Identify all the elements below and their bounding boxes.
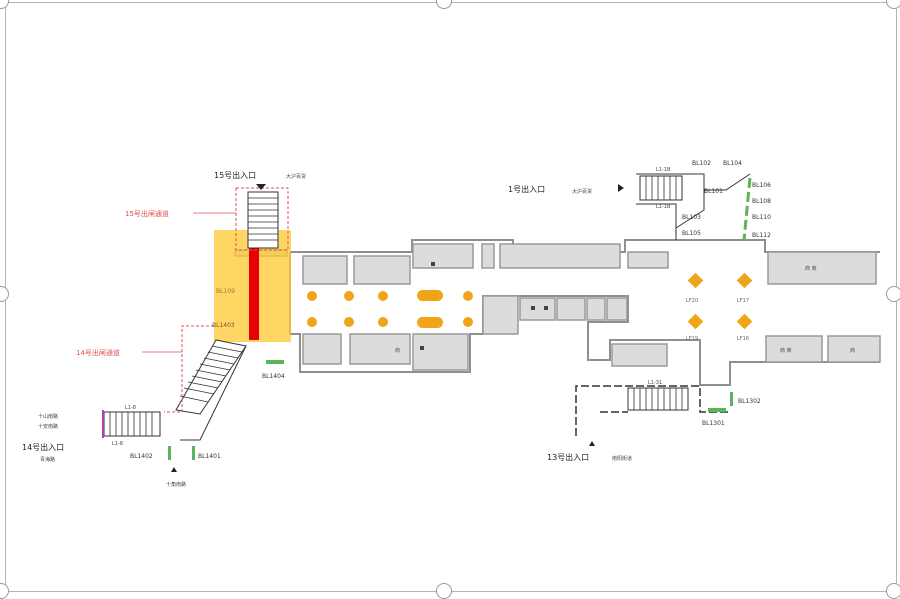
code-label: BL1401 xyxy=(198,453,221,460)
exit-13-gate xyxy=(575,385,733,446)
shop-label: 商 xyxy=(395,347,400,354)
shop-label: 商 xyxy=(850,347,855,354)
passage-14-label: 14号出闸通道 xyxy=(76,348,120,357)
road-label: 十角南路 xyxy=(166,481,186,488)
exit-14-side-label: 十安南路 xyxy=(38,423,58,430)
exit-13-sublabel: 南阳街道 xyxy=(612,455,632,462)
passage-15-label: 15号出闸通道 xyxy=(125,209,169,218)
gate-label: L1-8 xyxy=(112,441,123,447)
code-label: BL1403 xyxy=(212,322,235,329)
gate-label: L1-31 xyxy=(648,380,662,386)
pillar-label: LF17 xyxy=(737,298,749,304)
green-marker[interactable] xyxy=(266,360,284,364)
exit-14-label: 14号出入口 xyxy=(22,442,64,452)
exit-14-gate xyxy=(102,410,195,472)
code-label: BL105 xyxy=(682,230,701,237)
code-label: BL106 xyxy=(752,182,771,189)
exit-15-label: 15号出入口 xyxy=(214,170,256,180)
code-label: BL104 xyxy=(723,160,742,167)
resize-handle-right[interactable] xyxy=(886,286,900,302)
pillar-label: LF16 xyxy=(737,336,749,342)
exit-15-sublabel: 大沪百货 xyxy=(286,173,306,180)
code-label: BL1404 xyxy=(262,373,285,380)
gate-label: L1-1B xyxy=(656,204,671,210)
shop-label: 商 商 xyxy=(780,347,792,354)
exit-14-sublabel: 青海路 xyxy=(40,456,55,463)
gate-label: L1-1B xyxy=(656,167,671,173)
exit-15-stair xyxy=(235,184,289,251)
code-label: BL102 xyxy=(692,160,711,167)
pillar-label: LF20 xyxy=(686,298,698,304)
code-label: BL103 xyxy=(682,214,701,221)
code-label: BL108 xyxy=(752,198,771,205)
shop-label: 商 商 xyxy=(805,265,817,272)
exit-14-side-label: 十山南路 xyxy=(38,413,58,420)
code-label: BL1302 xyxy=(738,398,761,405)
exit-13-label: 13号出入口 xyxy=(547,452,589,462)
resize-handle-top-right[interactable] xyxy=(886,0,900,9)
exit-1-sublabel: 大沪百货 xyxy=(572,188,592,195)
pillar-label: LF19 xyxy=(686,336,698,342)
room-markers xyxy=(420,262,548,350)
code-label: BL101 xyxy=(704,188,723,195)
rooms xyxy=(234,243,881,371)
code-label: BL112 xyxy=(752,232,771,239)
gate-label: L1-8 xyxy=(125,405,136,411)
code-label: BL1402 xyxy=(130,453,153,460)
code-label: BL109 xyxy=(216,288,235,295)
code-label: BL110 xyxy=(752,214,771,221)
exit-1-gate xyxy=(618,173,752,241)
advertisement-marker[interactable] xyxy=(249,248,259,340)
exit-14-stair xyxy=(164,325,247,441)
code-label: BL1301 xyxy=(702,420,725,427)
exit-1-label: 1号出入口 xyxy=(508,184,545,194)
